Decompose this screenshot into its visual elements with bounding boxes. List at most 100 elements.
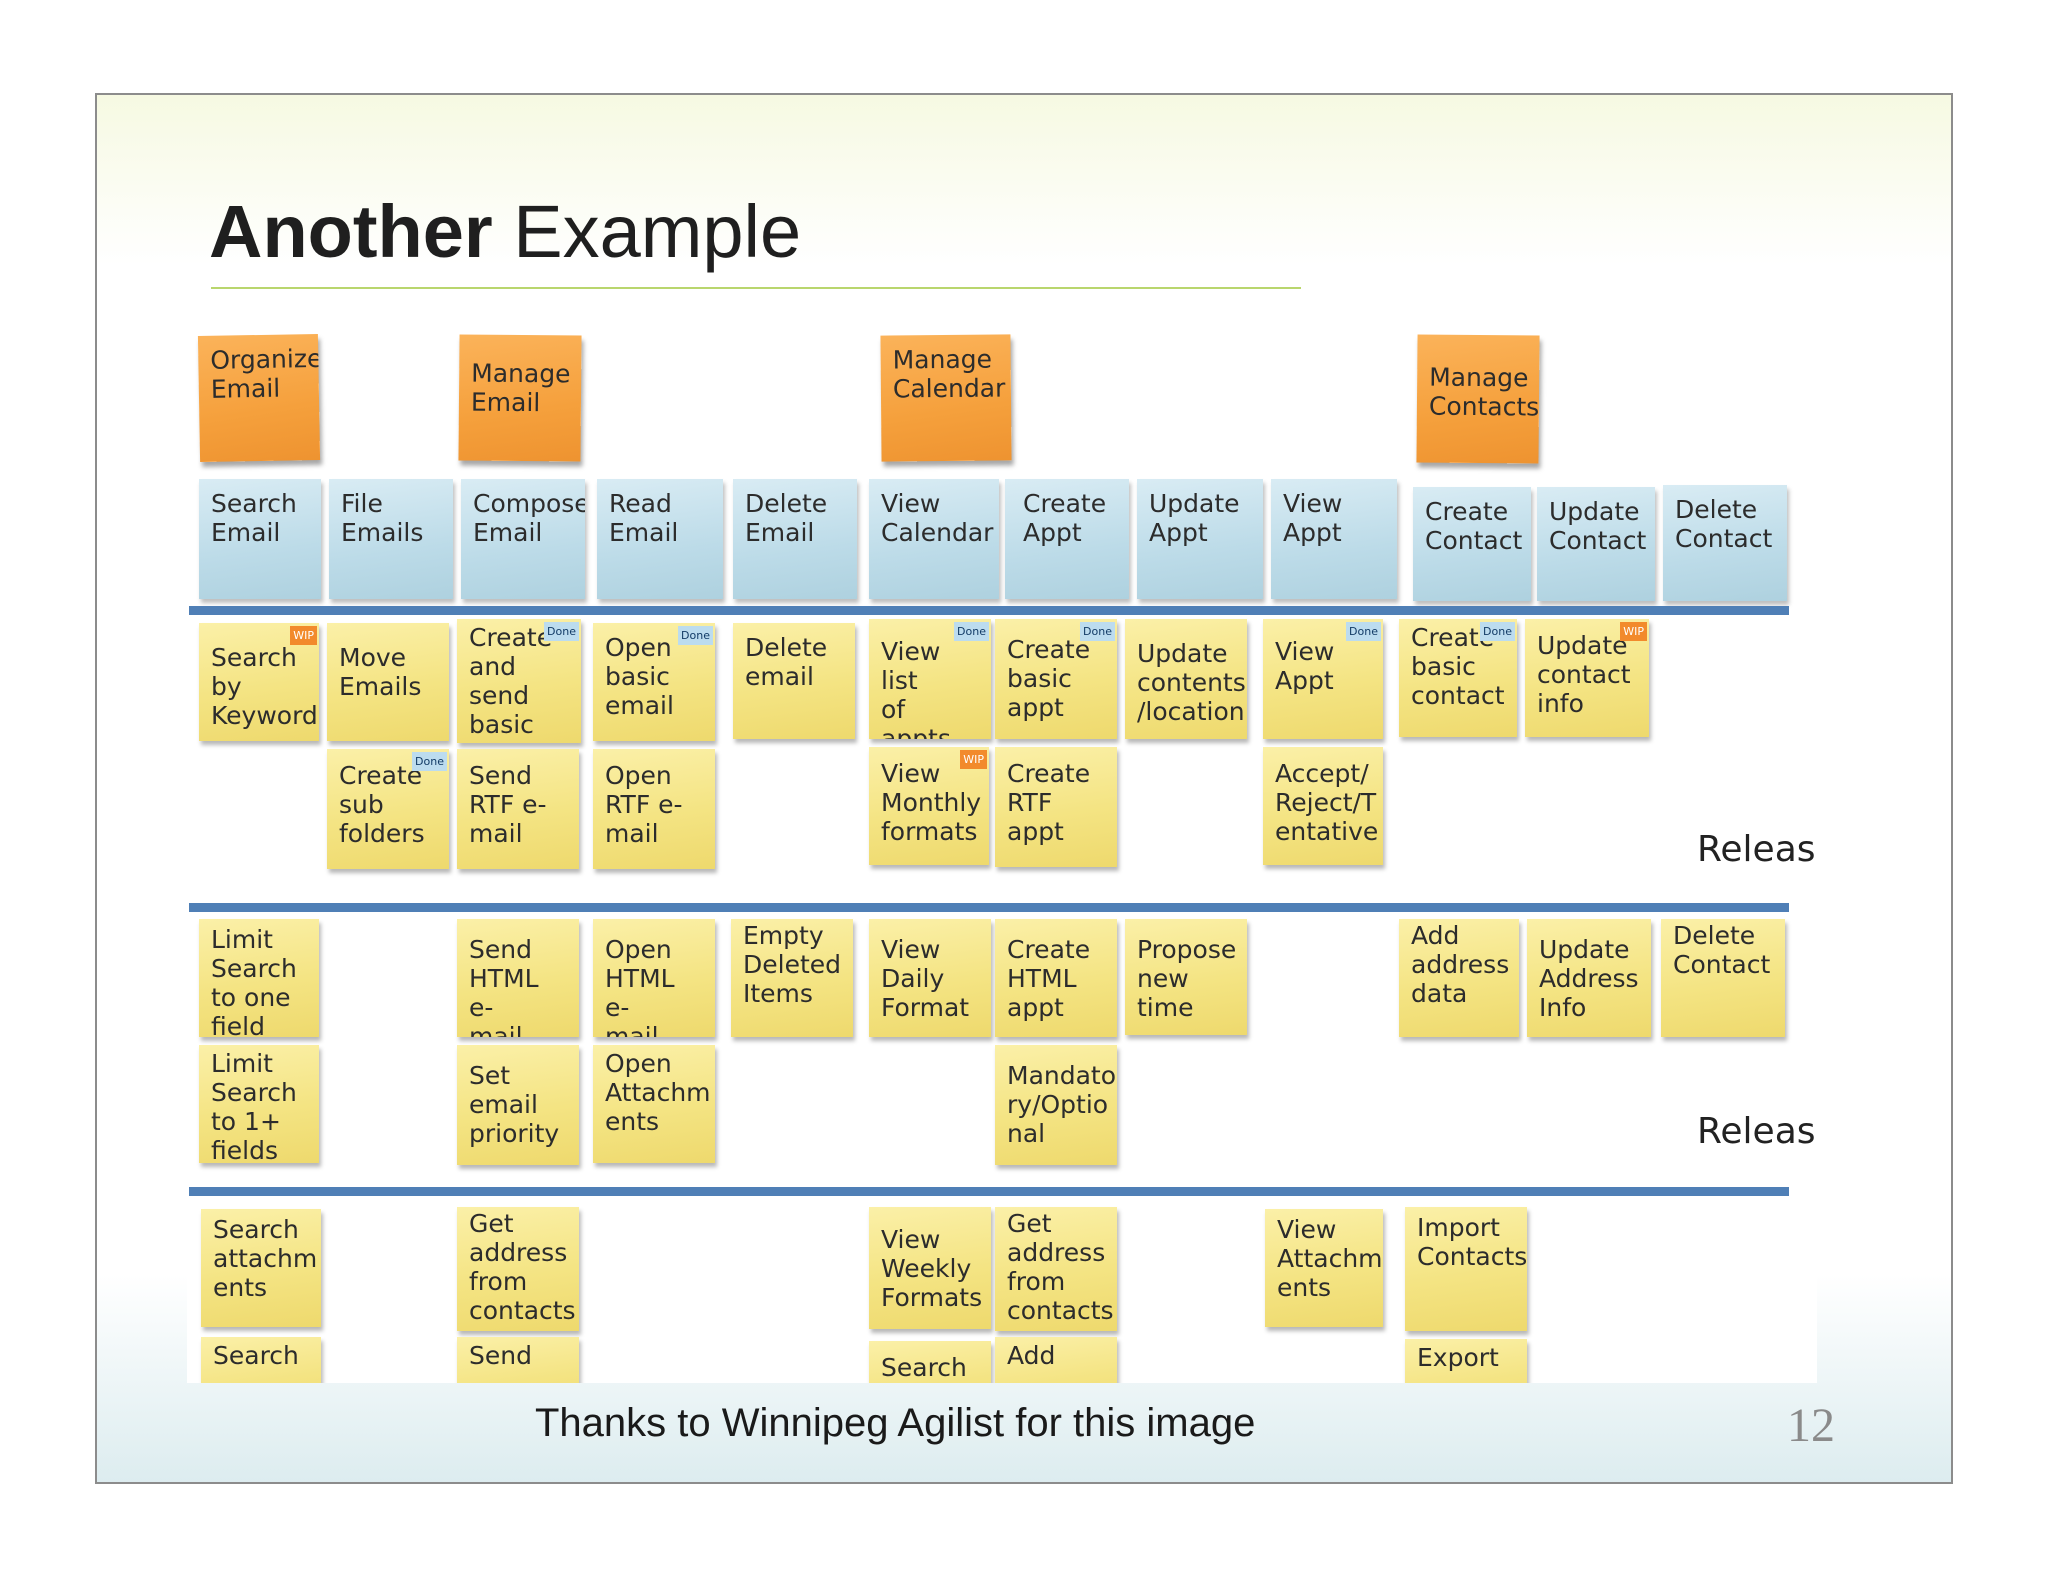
activity-note: Compose Email [461,479,585,599]
story-label: Search by Keyword [211,643,318,730]
activity-label: Create Appt [1023,489,1107,547]
story-label: Set email priority [469,1061,560,1148]
story-note: Create HTML appt [995,919,1117,1037]
activity-label: File Emails [341,489,424,547]
story-label: View list of appts [881,637,951,739]
story-label: Search [881,1353,967,1382]
activity-label: Update Contact [1549,497,1647,555]
activity-note: Delete Contact [1663,485,1787,601]
activity-note: Create Contact [1413,487,1531,601]
story-note: View Attachm ents [1265,1209,1383,1327]
story-label: Create HTML appt [1007,935,1091,1022]
story-label: Create sub folders [339,761,425,848]
story-label: Search attachm ents [213,1215,318,1302]
story-label: Add address data [1411,921,1510,1008]
done-tag: Done [954,622,989,641]
story-note: View Weekly Formats [869,1207,991,1329]
story-note: Move Emails [327,623,449,741]
release-1-bar [189,903,1789,912]
story-label: Create basic appt [1007,635,1091,722]
page-number: 12 [1787,1399,1835,1452]
story-note: Get address from contacts [995,1207,1117,1331]
story-label: Limit Search to 1+ fields [211,1049,297,1163]
activity-label: Compose Email [473,489,585,547]
story-label: Update contents /location [1137,639,1246,726]
story-label: Move Emails [339,643,422,701]
story-note: Send [457,1337,579,1383]
story-label: Accept/ Reject/T entative [1275,759,1379,846]
story-label: Get address from contacts [1007,1209,1114,1325]
done-tag: Done [544,622,579,641]
epic-label: Organize Email [210,343,321,404]
wip-tag: WIP [960,750,987,769]
epic-note: Manage Contacts [1416,334,1540,464]
epic-label: Manage Contacts [1428,362,1540,422]
story-note: Delete Contact [1661,919,1785,1037]
story-note: Set email priority [457,1045,579,1165]
story-note: Empty Deleted Items [731,919,853,1037]
wip-tag: WIP [290,626,317,645]
activity-label: Delete Contact [1675,495,1773,553]
story-note: View Daily Format [869,919,991,1037]
story-label: View Appt [1275,637,1335,695]
epic-note: Manage Email [458,334,582,462]
release-1-label: Release 1 [1697,829,1817,870]
done-tag: Done [412,752,447,771]
slide: Another Example Organize Email Manage Em… [95,93,1953,1484]
activity-note: Create Appt [1005,479,1129,599]
story-note: Search attachm ents [201,1209,321,1327]
story-label: Propose new time [1137,935,1237,1022]
activity-note: File Emails [329,479,453,599]
slide-title-bold: Another [209,190,493,273]
story-label: Open basic email [605,633,674,720]
story-note: Add [995,1337,1117,1383]
story-note: Import Contacts [1405,1207,1527,1331]
activity-note: Read Email [597,479,723,599]
epic-note: Organize Email [197,333,321,463]
done-tag: Done [1080,622,1115,641]
story-label: Create RTF appt [1007,759,1091,846]
story-note: Send RTF e- mail [457,749,579,869]
slide-title-rest: Example [513,190,802,273]
story-label: View Weekly Formats [881,1225,983,1312]
image-credit: Thanks to Winnipeg Agilist for this imag… [535,1401,1256,1445]
story-label: Update contact info [1537,631,1631,718]
story-note: Create RTF appt [995,747,1117,867]
activity-note: Update Appt [1137,479,1263,599]
story-note: Search [869,1341,991,1383]
story-label: View Daily Format [881,935,970,1022]
backbone-bar [189,606,1789,615]
epic-note: Manage Calendar [880,334,1012,462]
story-note: Mandato ry/Optio nal [995,1045,1117,1165]
story-label: Send [469,1341,532,1370]
story-note: Update contents /location [1125,619,1247,739]
story-label: Get address from contacts [469,1209,576,1325]
slide-title: Another Example [209,195,801,269]
activity-label: View Appt [1283,489,1343,547]
activity-note: View Calendar [869,479,999,599]
activity-label: Create Contact [1425,497,1523,555]
story-label: Delete Contact [1673,921,1771,979]
done-tag: Done [1346,622,1381,641]
story-label: Empty Deleted Items [743,921,842,1008]
done-tag: Done [678,626,713,645]
story-note: Update Address Info [1527,919,1651,1037]
activity-label: View Calendar [881,489,994,547]
story-note: Limit Search to 1+ fields [199,1045,319,1163]
story-note: Send HTML e- mail [457,919,579,1037]
story-label: Send RTF e- mail [469,761,547,848]
story-label: Mandato ry/Optio nal [1007,1061,1117,1148]
story-label: Update Address Info [1539,935,1639,1022]
story-label: Open HTML e- mail [605,935,675,1037]
story-note: Accept/ Reject/T entative [1263,747,1383,865]
story-label: Export [1417,1343,1499,1372]
story-note: Propose new time [1125,919,1247,1035]
story-note: Search [201,1337,321,1383]
